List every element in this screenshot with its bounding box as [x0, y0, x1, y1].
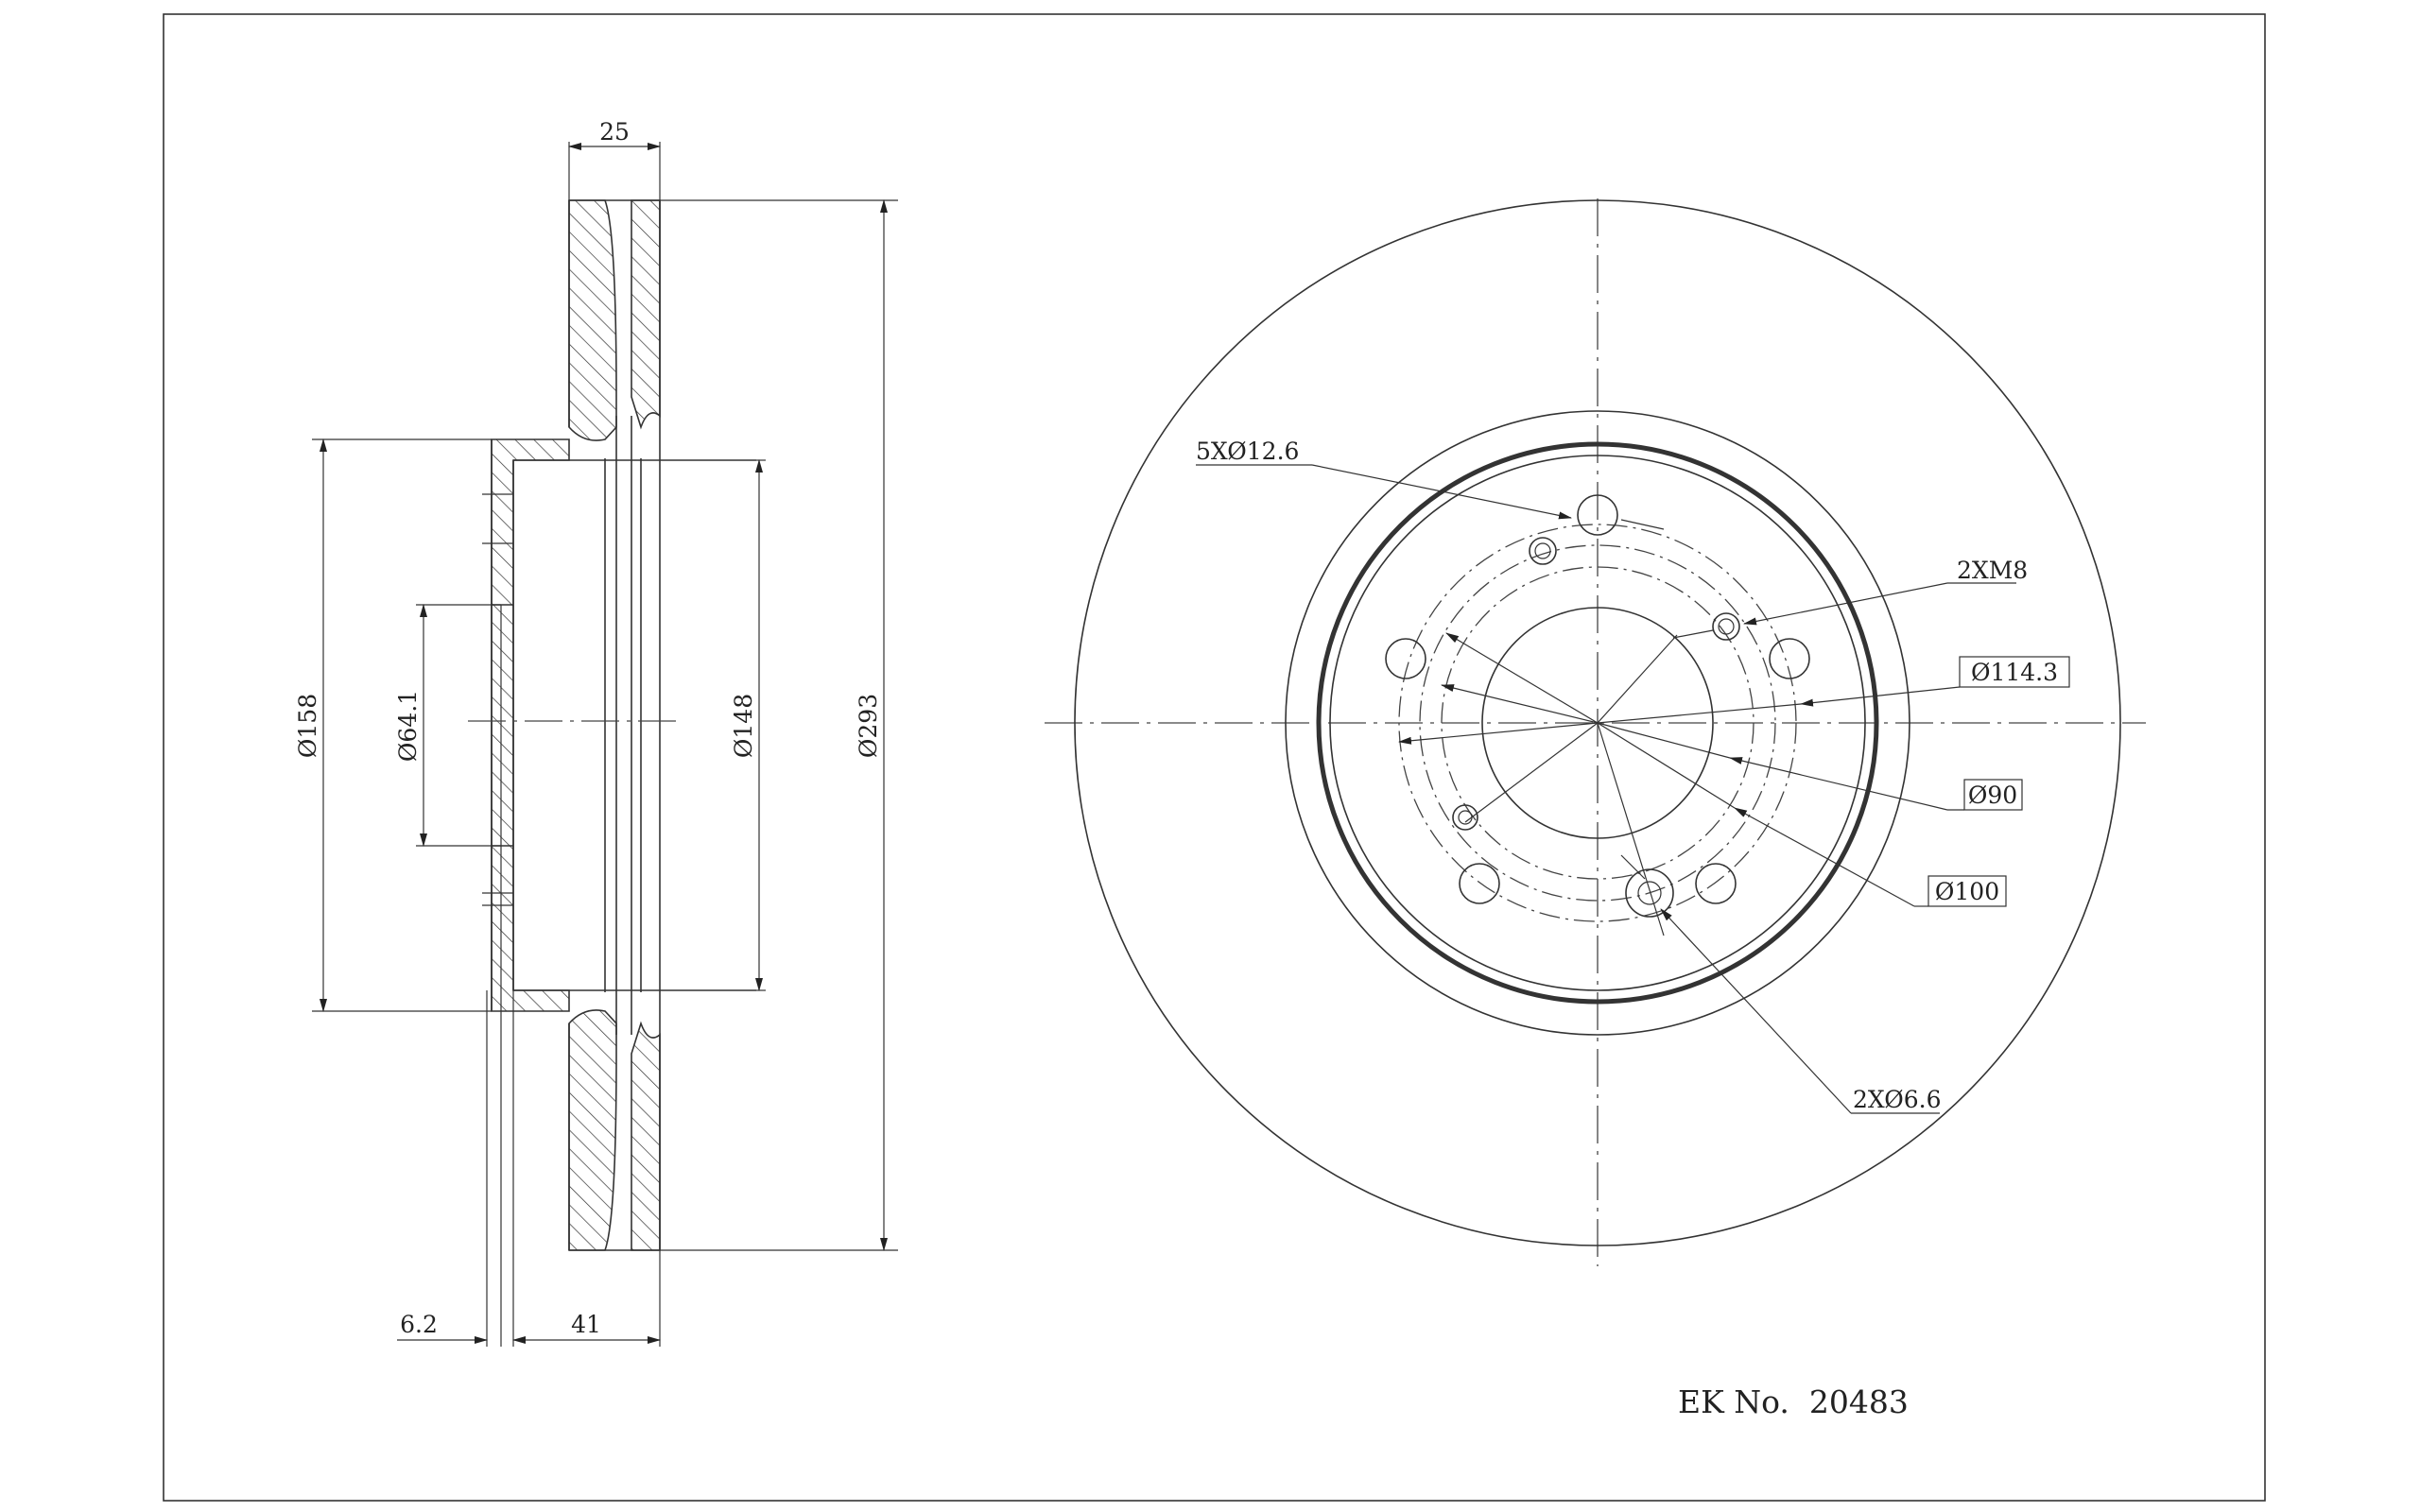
bolt-hole [1769, 638, 1810, 679]
bolt-hole [1695, 863, 1737, 904]
ring-label: Ø100 [1935, 878, 1999, 905]
pcd-label: Ø114.3 [1971, 659, 2058, 686]
dim-height-label: 41 [571, 1311, 601, 1338]
dim-148-label: Ø148 [730, 694, 757, 758]
side-section-view: 25 Ø293 Ø148 Ø158 Ø64.1 6.2 41 [294, 118, 898, 1347]
dim-158-label: Ø158 [294, 694, 321, 758]
front-view: 5XØ12.6 2XM8 Ø114.3 Ø90 Ø100 2XØ6.6 [1045, 198, 2146, 1266]
drawing-frame [163, 13, 2266, 1502]
pin-hole [1625, 868, 1674, 918]
disc-outer-edge [1074, 199, 2121, 1246]
hub-label-box [1963, 779, 2023, 811]
dim-bore-label: Ø64.1 [394, 690, 422, 762]
hub-bore-circle [1481, 607, 1714, 839]
bolt-hole [1459, 863, 1500, 904]
pcd-label-box [1959, 656, 2070, 688]
part-number: EK No. 20483 [1678, 1383, 1909, 1420]
dim-outer-diameter-label: Ø293 [855, 694, 882, 758]
threaded-hole [1529, 537, 1557, 565]
bolt-hole [1577, 494, 1618, 536]
dim-offset-label: 6.2 [400, 1311, 438, 1338]
threaded-hole [1712, 612, 1740, 641]
ring-label-box [1927, 875, 2007, 907]
hub-label: Ø90 [1968, 782, 2017, 809]
bolt-holes-label: 5XØ12.6 [1196, 438, 1299, 465]
dim-width-label: 25 [599, 118, 630, 146]
threads-label: 2XM8 [1957, 557, 2028, 584]
bolt-hole [1385, 638, 1426, 679]
pin-hole [1452, 804, 1478, 831]
disc-hat-ring [1316, 441, 1879, 1005]
pin-holes-label: 2XØ6.6 [1853, 1086, 1942, 1113]
